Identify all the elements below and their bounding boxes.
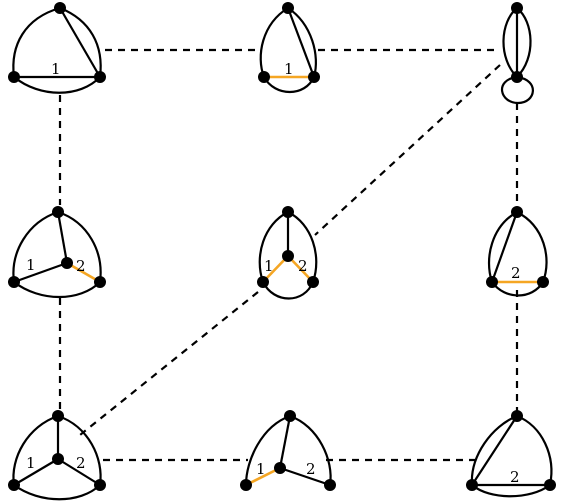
edge — [471, 415, 518, 486]
vertex — [307, 276, 319, 288]
connection-g13-g22 — [314, 64, 501, 236]
dashed-connections — [58, 48, 519, 462]
edge — [287, 7, 318, 78]
graph-g23: 2 — [486, 206, 549, 297]
edge-label: 2 — [511, 264, 521, 282]
edge-label: 1 — [26, 454, 36, 472]
vertex — [52, 453, 64, 465]
edge — [59, 7, 101, 78]
edge — [516, 7, 532, 78]
vertex — [258, 71, 270, 83]
edge-label: 2 — [298, 257, 308, 275]
edge — [279, 466, 331, 487]
vertex — [466, 479, 478, 491]
edge — [258, 211, 289, 283]
vertex — [537, 276, 549, 288]
edge — [263, 76, 316, 93]
edge-label: 2 — [76, 454, 86, 472]
vertex — [52, 206, 64, 218]
edge — [488, 211, 518, 283]
graph-g22: 1 2 — [257, 206, 319, 300]
edge — [244, 414, 291, 486]
loop-edge — [500, 75, 534, 105]
vertex — [282, 206, 294, 218]
graph-g12: 1 — [258, 2, 320, 93]
vertex — [54, 2, 66, 14]
vertex — [511, 2, 523, 14]
edge — [278, 415, 292, 469]
highlighted-edge — [287, 255, 314, 283]
vertex — [8, 276, 20, 288]
edge-label: 1 — [256, 460, 266, 478]
vertex — [486, 276, 498, 288]
edge-label: 1 — [26, 256, 36, 274]
graph-g21: 1 2 — [8, 206, 106, 298]
edge-label: 1 — [284, 60, 294, 78]
edge — [490, 211, 519, 283]
vertex — [324, 479, 336, 491]
edge — [13, 261, 68, 284]
vertex — [544, 479, 556, 491]
vertex — [308, 71, 320, 83]
vertex — [8, 71, 20, 83]
vertex — [511, 71, 523, 83]
vertex — [94, 479, 106, 491]
vertex — [257, 276, 269, 288]
edge — [516, 414, 553, 486]
edge — [289, 414, 332, 486]
graph-g33: 2 — [466, 410, 556, 498]
edge — [502, 7, 518, 78]
edge — [13, 76, 101, 94]
edge — [13, 458, 59, 486]
graph-g31: 1 2 — [8, 410, 106, 501]
edge — [12, 210, 59, 283]
edge — [259, 7, 289, 78]
edge — [12, 414, 59, 486]
edge — [287, 211, 318, 283]
graph-g11: 1 — [8, 2, 106, 94]
edge — [13, 484, 101, 501]
connection-g22-g31 — [79, 291, 259, 436]
edge — [262, 281, 315, 300]
edge — [12, 6, 61, 78]
edge-label: 1 — [51, 60, 61, 78]
edge — [57, 210, 102, 283]
edge-label: 2 — [76, 257, 86, 275]
edge-label: 1 — [264, 257, 274, 275]
edge — [286, 7, 316, 78]
vertex — [282, 2, 294, 14]
vertex — [511, 410, 523, 422]
highlighted-edge — [262, 255, 289, 283]
edge-label: 2 — [306, 460, 316, 478]
vertex — [61, 257, 73, 269]
vertex — [511, 206, 523, 218]
edge — [470, 414, 518, 486]
highlighted-edge — [66, 261, 101, 284]
vertex — [282, 250, 294, 262]
edge — [516, 211, 548, 283]
edge — [471, 484, 551, 498]
vertex — [240, 479, 252, 491]
vertex — [52, 410, 64, 422]
graph-g32: 1 2 — [240, 410, 336, 491]
edge — [57, 414, 102, 486]
vertex — [94, 71, 106, 83]
edge-label: 2 — [510, 468, 520, 486]
vertex — [8, 479, 20, 491]
vertex — [94, 276, 106, 288]
edge — [13, 281, 101, 298]
vertex — [284, 410, 296, 422]
edge — [56, 211, 69, 264]
graph-g13 — [500, 2, 534, 105]
edge — [59, 6, 102, 78]
highlighted-edge — [245, 466, 281, 487]
edge — [57, 458, 101, 486]
vertex — [274, 462, 286, 474]
